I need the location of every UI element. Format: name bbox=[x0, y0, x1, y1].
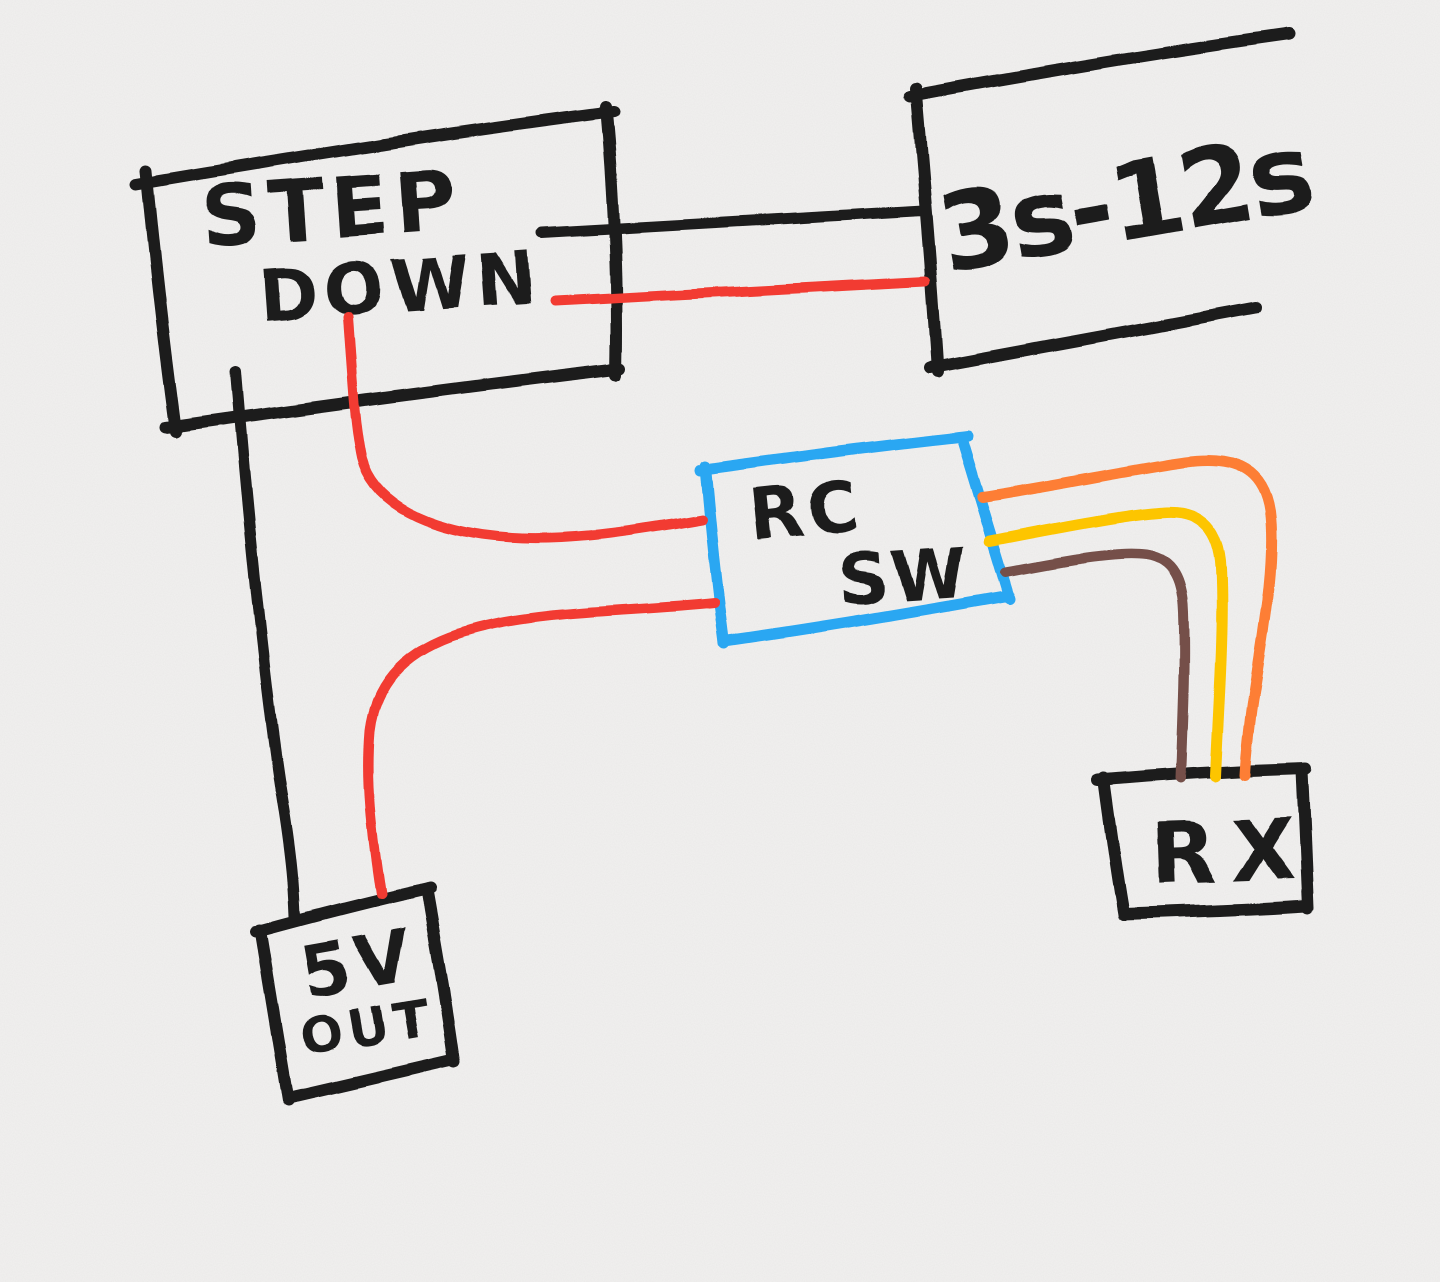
rc-switch-box-bottom-edge bbox=[718, 590, 1014, 648]
rc-switch-label-line2: SW bbox=[835, 532, 972, 623]
wire-stepdown-battery-red bbox=[551, 276, 931, 306]
node-rc-switch: RC SW bbox=[694, 430, 1016, 650]
wires bbox=[230, 205, 1278, 922]
wire-stepdown-5vout-black bbox=[230, 366, 301, 922]
receiver-box-left-edge bbox=[1098, 772, 1130, 920]
wire-rcswitch-rx-brown bbox=[1001, 549, 1190, 783]
wire-stepdown-rcswitch-red bbox=[343, 313, 707, 544]
rc-switch-box-top-edge bbox=[694, 430, 974, 476]
receiver-label: RX bbox=[1150, 800, 1311, 903]
receiver-box-bottom-edge bbox=[1118, 900, 1312, 920]
battery-box-left-edge bbox=[910, 82, 944, 378]
5v-out-box-bottom-edge bbox=[282, 1054, 458, 1104]
5v-out-box-right-edge bbox=[420, 884, 460, 1068]
rc-switch-label-line1: RC bbox=[746, 464, 867, 557]
battery-box-bottom-edge bbox=[924, 302, 1262, 374]
wire-rcswitch-rx-orange bbox=[976, 454, 1278, 780]
step-down-label-line2: DOWN bbox=[255, 235, 545, 339]
wire-rcswitch-5vout-red bbox=[363, 598, 719, 899]
node-5v-out: 5V OUT bbox=[250, 882, 460, 1106]
step-down-label-line1: STEP bbox=[198, 151, 465, 267]
step-down-box-right-edge bbox=[600, 100, 623, 380]
5v-out-label-line1: 5V bbox=[295, 913, 422, 1015]
wire-stepdown-battery-black bbox=[536, 205, 930, 239]
step-down-box-top-edge bbox=[130, 105, 620, 190]
step-down-box-left-edge bbox=[140, 164, 182, 438]
receiver-box-top-edge bbox=[1092, 762, 1312, 786]
battery-box-top-edge bbox=[904, 28, 1296, 102]
node-step-down: STEP DOWN bbox=[130, 100, 626, 438]
node-receiver: RX bbox=[1092, 762, 1314, 920]
5v-out-box-left-edge bbox=[254, 924, 294, 1106]
step-down-box-bottom-edge bbox=[160, 362, 626, 434]
receiver-box-right-edge bbox=[1296, 764, 1314, 914]
wire-rcswitch-rx-yellow bbox=[984, 506, 1228, 782]
rc-switch-box-right-edge bbox=[956, 434, 1016, 604]
5v-out-box-top-edge bbox=[250, 882, 436, 938]
rc-switch-box-left-edge bbox=[699, 460, 730, 650]
